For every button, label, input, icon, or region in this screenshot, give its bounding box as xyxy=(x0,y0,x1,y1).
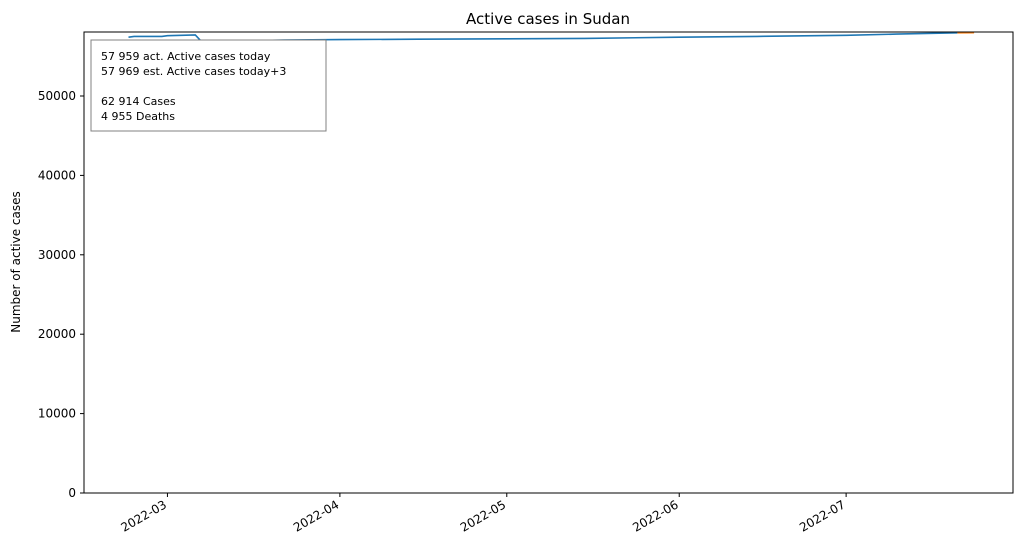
x-tick-label: 2022-05 xyxy=(458,497,508,534)
x-tick-label: 2022-03 xyxy=(119,497,169,534)
info-box-line: 57 969 est. Active cases today+3 xyxy=(101,65,286,78)
info-box-line: 4 955 Deaths xyxy=(101,110,175,123)
y-tick-label: 10000 xyxy=(38,407,76,421)
y-tick-label: 20000 xyxy=(38,327,76,341)
y-tick-label: 30000 xyxy=(38,248,76,262)
chart-title: Active cases in Sudan xyxy=(466,10,630,28)
y-tick-label: 0 xyxy=(68,486,76,500)
x-tick-label: 2022-04 xyxy=(291,497,341,534)
info-box-line: 57 959 act. Active cases today xyxy=(101,50,271,63)
info-box-line: 62 914 Cases xyxy=(101,95,176,108)
y-axis-label: Number of active cases xyxy=(9,191,23,333)
info-box: 57 959 act. Active cases today 57 969 est… xyxy=(91,40,326,131)
y-tick-label: 40000 xyxy=(38,168,76,182)
y-tick-label: 50000 xyxy=(38,89,76,103)
x-tick-label: 2022-06 xyxy=(630,497,680,534)
x-tick-label: 2022-07 xyxy=(797,497,847,534)
